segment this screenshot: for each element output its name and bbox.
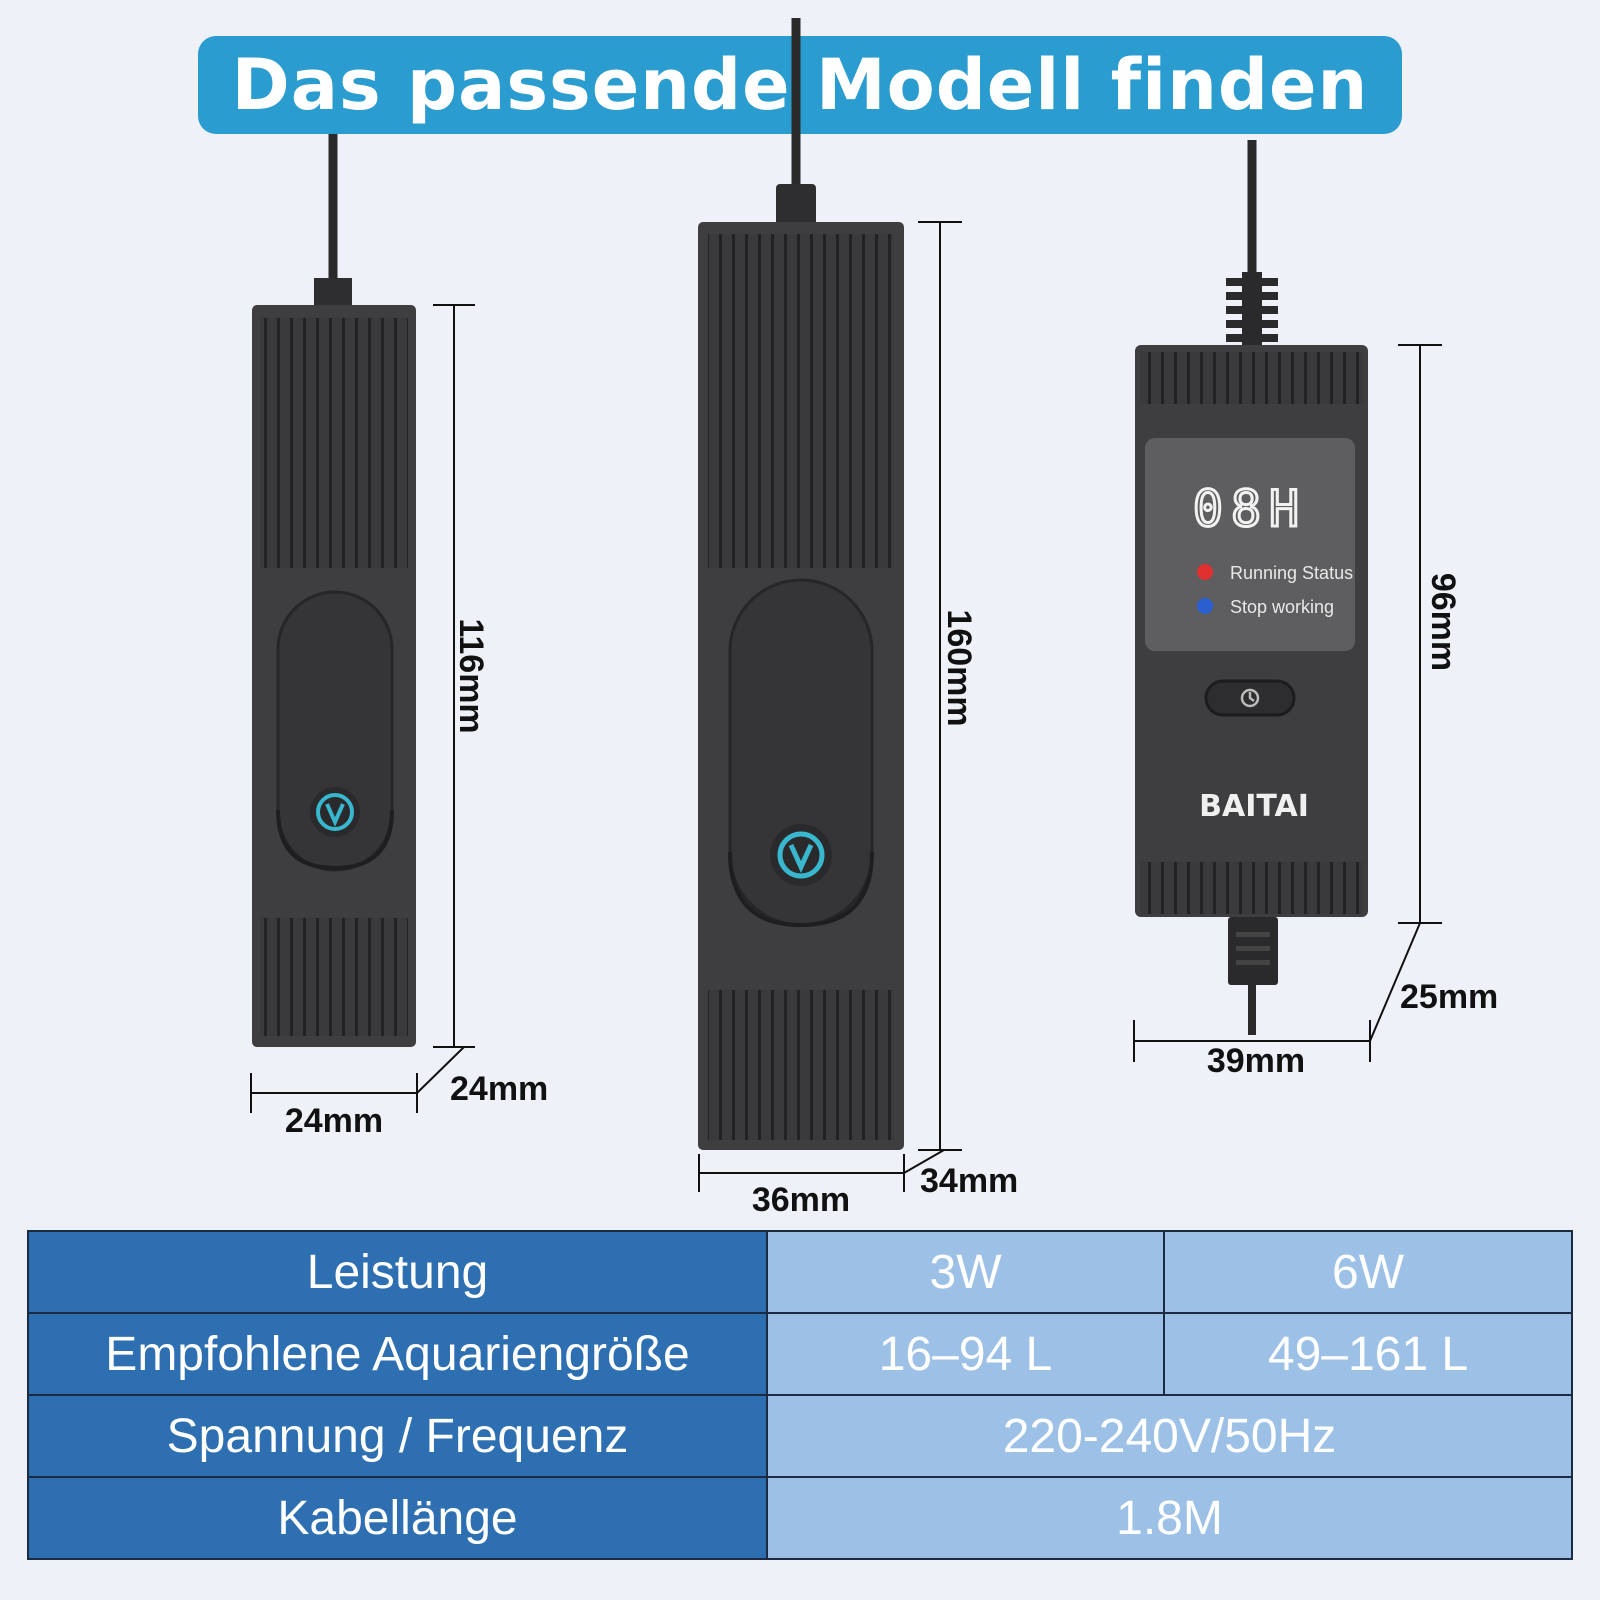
height-dimension: 160mm — [918, 221, 978, 1151]
row-label: Leistung — [27, 1230, 768, 1314]
cell-3w: 3W — [766, 1230, 1165, 1314]
depth-dimension: 24mm — [416, 1046, 548, 1108]
top-ribs — [708, 234, 894, 568]
running-status-dot — [1197, 564, 1213, 580]
width-dimension: 39mm — [1133, 1020, 1371, 1080]
depth-label: 34mm — [920, 1162, 1018, 1200]
width-label: 24mm — [285, 1102, 383, 1140]
top-ribs — [1140, 352, 1363, 404]
spec-table: Leistung 3W 6W Empfohlene Aquariengröße … — [27, 1230, 1573, 1560]
bottom-ribs — [260, 918, 408, 1036]
depth-label: 25mm — [1400, 978, 1498, 1016]
height-dimension: 116mm — [433, 304, 490, 1048]
cable-strain-relief — [314, 278, 352, 310]
cable-strain-relief-bottom — [1228, 917, 1278, 985]
bottom-ribs — [1140, 862, 1363, 914]
depth-label: 24mm — [450, 1070, 548, 1108]
top-ribs — [260, 318, 408, 568]
depth-dimension: 25mm — [1369, 922, 1498, 1042]
product-illustration: 116mm 24mm 24mm 160mm — [250, 18, 1498, 1219]
cell-shared: 1.8M — [766, 1476, 1573, 1560]
heater-3w: 116mm 24mm 24mm — [250, 134, 548, 1140]
row-label: Kabellänge — [27, 1476, 768, 1560]
row-label: Spannung / Frequenz — [27, 1394, 768, 1478]
cable-strain-relief-top — [1226, 272, 1278, 348]
depth-dimension: 34mm — [903, 1149, 1018, 1200]
heater-6w: 160mm 36mm 34mm — [698, 18, 1018, 1219]
timer-icon — [1240, 688, 1260, 708]
table-row: Empfohlene Aquariengröße 16–94 L 49–161 … — [27, 1312, 1573, 1396]
cable-strain-relief — [776, 184, 816, 226]
logo-icon — [770, 824, 832, 886]
table-row: Spannung / Frequenz 220-240V/50Hz — [27, 1394, 1573, 1478]
cell-6w: 6W — [1163, 1230, 1573, 1314]
stop-status-dot — [1197, 598, 1213, 614]
timer-display: 08H — [1193, 480, 1307, 538]
bottom-ribs — [708, 990, 894, 1140]
cell-shared: 220-240V/50Hz — [766, 1394, 1573, 1478]
cell-6w: 49–161 L — [1163, 1312, 1573, 1396]
row-label: Empfohlene Aquariengröße — [27, 1312, 768, 1396]
table-row: Leistung 3W 6W — [27, 1230, 1573, 1314]
height-label: 116mm — [452, 618, 490, 733]
running-status-label: Running Status — [1230, 563, 1353, 583]
height-label: 96mm — [1424, 573, 1462, 671]
width-dimension: 24mm — [250, 1073, 418, 1140]
width-label: 36mm — [752, 1181, 850, 1219]
height-dimension: 96mm — [1398, 344, 1462, 924]
logo-icon — [310, 787, 360, 837]
width-dimension: 36mm — [698, 1154, 905, 1219]
width-label: 39mm — [1207, 1042, 1305, 1080]
table-row: Kabellänge 1.8M — [27, 1476, 1573, 1560]
height-label: 160mm — [940, 609, 978, 726]
display-panel — [1145, 438, 1355, 651]
cell-3w: 16–94 L — [766, 1312, 1165, 1396]
controller: 08H Running Status Stop working BAITAI 9… — [1133, 140, 1498, 1080]
brand-logo: BAITAI — [1199, 789, 1309, 824]
stop-working-label: Stop working — [1230, 597, 1334, 617]
